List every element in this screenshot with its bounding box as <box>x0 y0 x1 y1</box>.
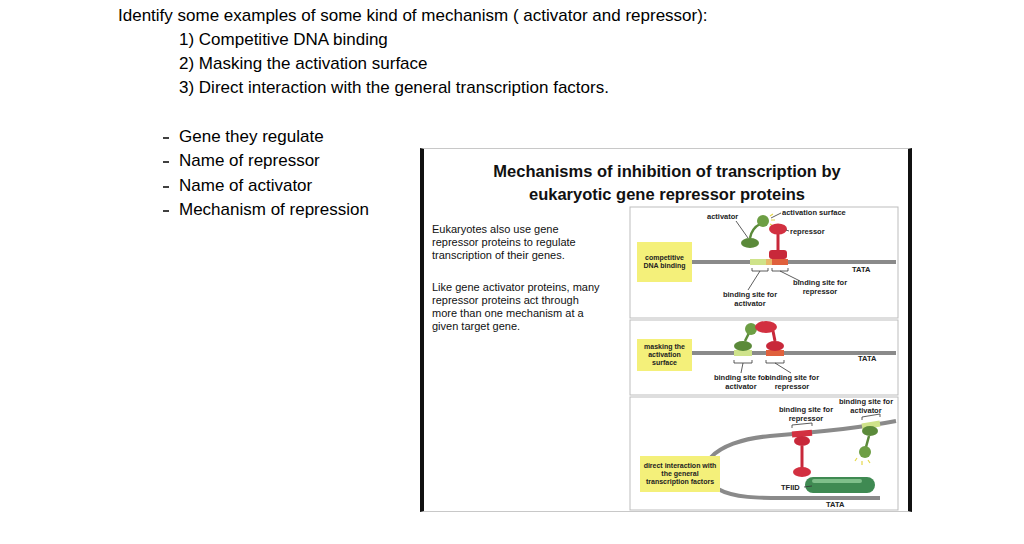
bullet-item: Mechanism of repression <box>179 200 369 220</box>
slide-paragraph: Like gene activator proteins, many repre… <box>432 281 602 333</box>
bullet-dash <box>163 137 169 139</box>
promoter-label: TATA <box>858 354 876 363</box>
numbered-item: 3) Direct interaction with the general t… <box>179 78 609 98</box>
bullet-item: Gene they regulate <box>179 127 324 147</box>
site-bracket <box>792 423 812 428</box>
leader-line <box>748 271 760 290</box>
tfiid-complex <box>805 477 875 493</box>
part-label: activator <box>707 212 738 221</box>
part-label: activation surface <box>782 208 846 217</box>
activator-head <box>745 323 757 335</box>
mechanism-label: direct interaction with the general tran… <box>640 462 720 486</box>
leader-line <box>741 363 743 373</box>
numbered-item: 1) Competitive DNA binding <box>179 30 388 50</box>
bullet-dash <box>163 210 169 212</box>
site-bracket <box>752 268 768 271</box>
overlap-site <box>766 259 772 265</box>
slide-frame: Mechanisms of inhibition of transcriptio… <box>420 148 912 512</box>
repressor-binding-domain <box>766 341 784 351</box>
mechanism-label: masking the activation surface <box>637 343 692 367</box>
activator-binding-domain <box>862 426 878 436</box>
site-bracket <box>772 268 788 271</box>
bullet-dash <box>163 186 169 188</box>
question-title: Identify some examples of some kind of m… <box>118 6 708 26</box>
slide-title: Mechanisms of inhibition of transcriptio… <box>452 160 882 206</box>
mechanism-label: competitive DNA binding <box>637 254 692 270</box>
dna-strand <box>690 260 896 264</box>
site-label: binding site for activator <box>836 397 896 415</box>
part-label: repressor <box>790 227 825 236</box>
dna-loop <box>705 421 896 498</box>
leader-line <box>804 486 812 487</box>
site-label: binding site for activator <box>720 290 780 308</box>
repressor-binding-domain <box>769 250 787 259</box>
bullet-item: Name of repressor <box>179 151 320 171</box>
site-label: binding site for repressor <box>790 278 850 296</box>
repressor-head <box>769 224 787 235</box>
activator-head <box>859 446 871 458</box>
panel-frame <box>630 207 898 318</box>
leader-line <box>786 230 789 231</box>
repressor-stalk <box>773 331 775 341</box>
activation-surface-marks <box>855 458 870 465</box>
bullet-dash <box>163 161 169 163</box>
activator-stalk <box>866 436 869 447</box>
promoter-label: TATA <box>852 265 870 274</box>
repressor-stalk <box>801 446 804 468</box>
mechanism-label-box: competitive DNA binding <box>637 242 692 282</box>
activator-binding-domain <box>741 238 759 248</box>
bullet-item: Name of activator <box>179 176 312 196</box>
panel-frame <box>630 320 898 395</box>
activator-head <box>757 215 769 227</box>
repressor-stalk <box>777 233 780 250</box>
site-bracket <box>734 360 752 363</box>
leader-line <box>771 213 781 218</box>
repressor-head <box>793 467 811 477</box>
numbered-item: 2) Masking the activation surface <box>179 54 428 74</box>
repressor-binding-domain <box>794 436 810 446</box>
factor-label: TFIID <box>781 483 800 492</box>
site-label: binding site for activator <box>711 373 771 391</box>
site-label: binding site for repressor <box>776 405 836 423</box>
repressor-head <box>755 321 777 333</box>
site-bracket <box>766 360 784 363</box>
leader-line <box>736 221 748 238</box>
activator-stalk <box>750 224 760 238</box>
tfiid-highlight <box>812 479 862 483</box>
panel-frame <box>630 397 898 510</box>
site-label: binding site for repressor <box>762 373 822 391</box>
mechanism-label-box: direct interaction with the general tran… <box>640 456 720 492</box>
repressor-site <box>792 433 812 435</box>
activator-binding-domain <box>734 341 752 351</box>
leader-line <box>775 363 791 373</box>
mechanism-label-box: masking the activation surface <box>637 339 692 371</box>
slide-paragraph: Eukaryotes also use gene repressor prote… <box>432 223 602 262</box>
promoter-label: TATA <box>826 500 844 509</box>
